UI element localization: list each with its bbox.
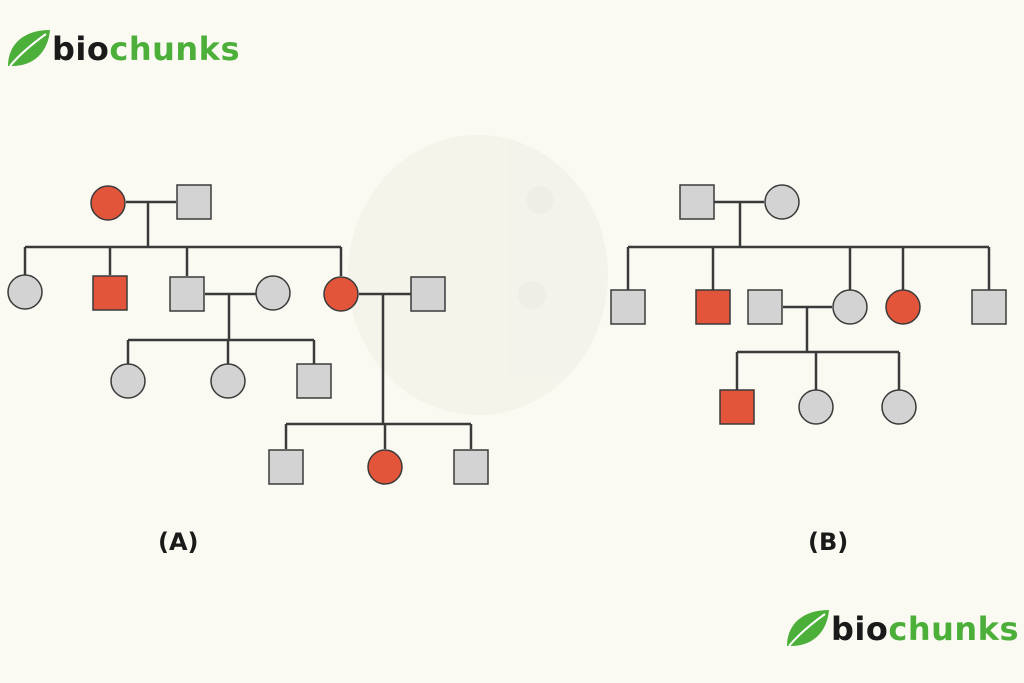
pedigree-a-label: (A) — [158, 528, 199, 556]
female-unaffected-symbol — [881, 389, 917, 425]
logo-top-left: biochunks — [4, 26, 240, 72]
male-affected-symbol — [92, 275, 128, 311]
male-unaffected-symbol — [410, 276, 446, 312]
male-unaffected-symbol — [176, 184, 212, 220]
female-unaffected-symbol — [798, 389, 834, 425]
female-unaffected-symbol — [255, 275, 291, 311]
pedigree-b-label: (B) — [808, 528, 849, 556]
female-unaffected-symbol — [7, 274, 43, 310]
male-affected-symbol — [719, 389, 755, 425]
logo-text: biochunks — [831, 610, 1019, 648]
male-unaffected-symbol — [453, 449, 489, 485]
male-unaffected-symbol — [747, 289, 783, 325]
female-affected-symbol — [367, 449, 403, 485]
male-unaffected-symbol — [610, 289, 646, 325]
female-affected-symbol — [323, 276, 359, 312]
watermark-mascot — [348, 135, 608, 415]
logo-bottom-right: biochunks — [783, 606, 1019, 652]
male-unaffected-symbol — [679, 184, 715, 220]
pedigree-symbols — [7, 184, 1007, 485]
male-unaffected-symbol — [971, 289, 1007, 325]
female-unaffected-symbol — [764, 184, 800, 220]
pedigree-b-lines — [626, 200, 991, 390]
male-affected-symbol — [695, 289, 731, 325]
male-unaffected-symbol — [296, 363, 332, 399]
leaf-icon — [787, 610, 829, 647]
pedigree-a-lines — [23, 200, 473, 449]
logo-text: biochunks — [52, 30, 240, 68]
female-affected-symbol — [90, 185, 126, 221]
female-unaffected-symbol — [110, 363, 146, 399]
male-unaffected-symbol — [169, 276, 205, 312]
female-unaffected-symbol — [210, 363, 246, 399]
male-unaffected-symbol — [268, 449, 304, 485]
leaf-icon — [8, 30, 50, 67]
female-affected-symbol — [885, 289, 921, 325]
female-unaffected-symbol — [832, 289, 868, 325]
